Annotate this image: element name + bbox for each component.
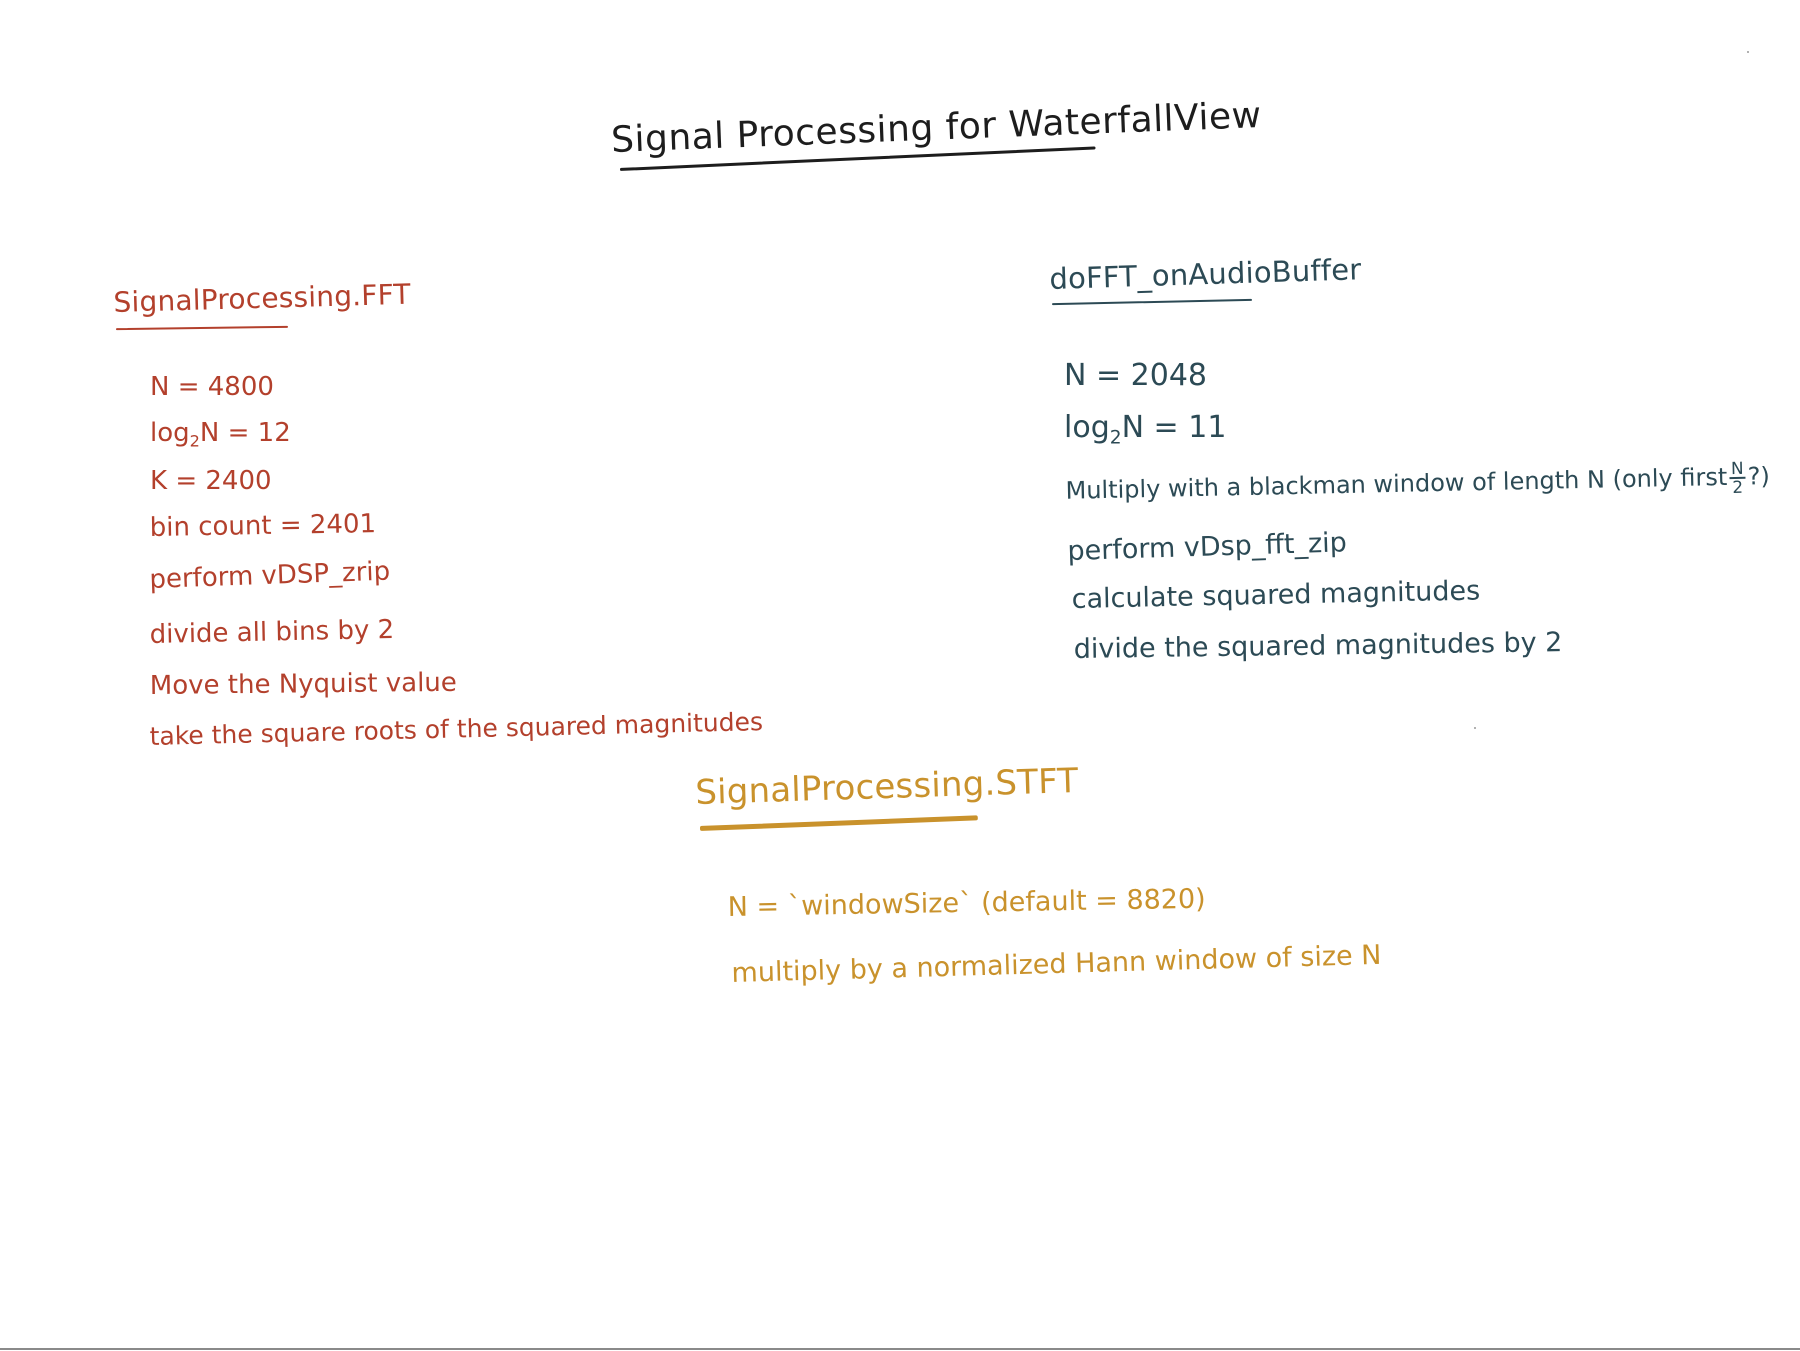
- stft-heading-underline: [699, 815, 978, 831]
- fft-log-value: log2N = 12: [150, 418, 291, 451]
- stray-mark: [1747, 51, 1749, 53]
- dofft-step-divide: divide the squared magnitudes by 2: [1073, 627, 1563, 665]
- dofft-step-fft: perform vDsp_fft_zip: [1067, 527, 1348, 567]
- dofft-log-subscript: 2: [1109, 427, 1122, 449]
- dofft-step-squared: calculate squared magnitudes: [1071, 575, 1481, 615]
- dofft-log-prefix: log: [1064, 410, 1110, 445]
- fft-heading-underline: [115, 325, 289, 331]
- fft-heading: SignalProcessing.FFT: [113, 277, 412, 319]
- dofft-window-text: Multiply with a blackman window of lengt…: [1065, 462, 1728, 505]
- fft-bin-count: bin count = 2401: [149, 509, 377, 543]
- fft-log-rest: N = 12: [199, 418, 291, 448]
- fft-step-sqrt: take the square roots of the squared mag…: [149, 707, 764, 751]
- fft-k-value: K = 2400: [150, 466, 272, 496]
- fft-log-prefix: log: [150, 418, 190, 448]
- dofft-heading: doFFT_onAudioBuffer: [1048, 252, 1362, 296]
- fft-log-subscript: 2: [189, 431, 200, 451]
- dofft-heading-underline: [1052, 298, 1252, 306]
- dofft-log-value: log2N = 11: [1064, 410, 1226, 449]
- fft-step-divide: divide all bins by 2: [149, 614, 395, 650]
- fft-step-zrip: perform vDSP_zrip: [148, 556, 391, 595]
- bottom-edge-rule: [0, 1348, 1800, 1350]
- dofft-window-step: Multiply with a blackman window of lengt…: [1065, 458, 1771, 509]
- stft-heading: SignalProcessing.STFT: [694, 760, 1079, 813]
- dofft-fraction-denominator: 2: [1732, 476, 1744, 497]
- stft-window-step: multiply by a normalized Hann window of …: [731, 939, 1382, 989]
- stray-mark: [1474, 727, 1476, 729]
- fft-step-nyquist: Move the Nyquist value: [149, 667, 457, 701]
- page-title: Signal Processing for WaterfallView: [610, 95, 1263, 161]
- stft-n-value: N = `windowSize` (default = 8820): [727, 883, 1206, 923]
- dofft-n-value: N = 2048: [1064, 358, 1207, 393]
- dofft-window-tail: ?): [1747, 462, 1771, 491]
- dofft-log-rest: N = 11: [1121, 410, 1227, 445]
- fft-n-value: N = 4800: [150, 372, 274, 402]
